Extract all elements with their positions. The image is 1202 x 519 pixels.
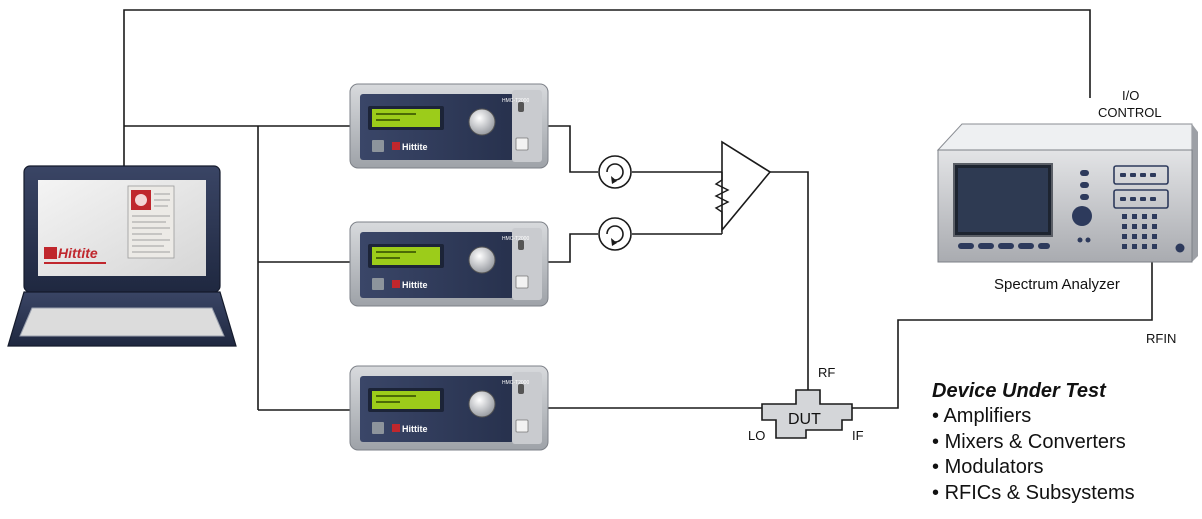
analyzer-keypad bbox=[1122, 214, 1157, 249]
wiring bbox=[123, 9, 1153, 411]
list-item: Mixers & Converters bbox=[932, 430, 1135, 456]
device-under-test-list: Amplifiers Mixers & Converters Modulator… bbox=[932, 404, 1135, 507]
dut-port-lo: LO bbox=[748, 428, 765, 443]
power-combiner bbox=[714, 140, 772, 234]
signal-generator-2: Hittite HMC-T2000 bbox=[349, 221, 549, 307]
isolator-1 bbox=[598, 155, 632, 189]
analyzer-rf-input-port bbox=[1175, 243, 1185, 253]
dut-label: DUT bbox=[788, 411, 821, 428]
analyzer-control-label-2: CONTROL bbox=[1098, 105, 1162, 120]
spectrum-analyzer: I/O CONTROL Spectrum Analyzer RFIN bbox=[936, 88, 1198, 346]
generator-model: HMC-T2000 bbox=[502, 380, 529, 386]
hittite-logo-mark bbox=[44, 247, 57, 259]
laptop: Hittite bbox=[7, 165, 237, 347]
signal-generator-3: Hittite HMC-T2000 bbox=[349, 365, 549, 451]
signal-generator-1: Hittite HMC-T2000 bbox=[349, 83, 549, 169]
analyzer-control-label-1: I/O bbox=[1122, 88, 1139, 103]
gen2-output bbox=[548, 233, 598, 263]
dut-port-if: IF bbox=[852, 428, 864, 443]
dut-port-rf: RF bbox=[818, 365, 835, 380]
list-item: RFICs & Subsystems bbox=[932, 481, 1135, 507]
control-bus-top bbox=[123, 9, 1091, 168]
laptop-trackpad bbox=[19, 307, 225, 337]
analyzer-name: Spectrum Analyzer bbox=[994, 276, 1120, 293]
generator-brand: Hittite bbox=[402, 424, 428, 434]
analyzer-softkeys bbox=[958, 243, 1050, 249]
generator-brand: Hittite bbox=[402, 142, 428, 152]
laptop-screen-logo: Hittite bbox=[58, 245, 98, 261]
generator-model: HMC-T2000 bbox=[502, 236, 529, 242]
analyzer-tuning-knob bbox=[1072, 206, 1092, 226]
dut-block: DUT RF LO IF bbox=[748, 365, 864, 443]
generator-brand: Hittite bbox=[402, 280, 428, 290]
list-item: Amplifiers bbox=[932, 404, 1135, 430]
isolator-2 bbox=[598, 217, 632, 251]
analyzer-input-label: RFIN bbox=[1146, 331, 1176, 346]
list-item: Modulators bbox=[932, 455, 1135, 481]
combiner-to-dut-rf bbox=[770, 171, 809, 404]
device-under-test-title: Device Under Test bbox=[932, 380, 1106, 402]
laptop-screen bbox=[38, 180, 206, 276]
dut-if-to-analyzer bbox=[852, 262, 1153, 409]
gen1-output bbox=[548, 125, 598, 173]
generator-model: HMC-T2000 bbox=[502, 98, 529, 104]
